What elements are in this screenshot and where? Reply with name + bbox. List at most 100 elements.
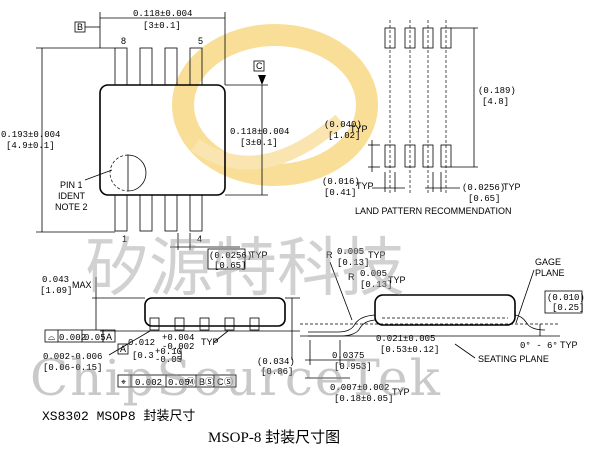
height-dim-mm: [4.9±0.1]: [6, 141, 55, 151]
logo-swoosh: [191, 114, 345, 170]
lead-width-typ: TYP: [201, 337, 219, 347]
thick-dim-mm: [0.18±0.05]: [334, 394, 393, 404]
fcf-2-symbol: ⌖: [121, 377, 126, 387]
angle-dim: 0° - 6°: [520, 341, 558, 351]
side-view: 0.043 MAX [1.09] ⌓ 0.002 0.05 A A 0.002-…: [40, 275, 300, 388]
body-height-dim-mm: [3±0.1]: [240, 138, 278, 148]
lead-4: [189, 194, 203, 232]
r2-mm: [0.13]: [360, 280, 392, 290]
fcf-1-value: 0.002: [59, 333, 86, 343]
lead-1: [114, 194, 128, 232]
gage-dim-box: [544, 290, 583, 314]
pin1-ident-circle: [109, 154, 129, 192]
gage-dim-mm: [0.25]: [552, 303, 584, 313]
seating-plane-label: SEATING PLANE: [478, 354, 549, 364]
lead-width-mm-tol-dn: -0.05: [155, 355, 182, 365]
r2-label: R: [348, 272, 355, 282]
side-lead-2: [174, 317, 185, 331]
top-width-dim-mm: [3±0.1]: [143, 21, 181, 31]
side-lead-5: [249, 317, 260, 331]
land-dim-016: (0.016): [322, 177, 360, 187]
logo-ring: [172, 24, 378, 186]
caption-line1: XS8302 MSOP8 封装尺寸: [42, 409, 195, 424]
fcf-1-ref: A: [106, 332, 112, 342]
datum-a: A: [120, 344, 126, 354]
thick-dim: 0.007±0.002: [330, 383, 389, 393]
side-height-dim: (0.034): [257, 357, 295, 367]
pin1-note-line3: NOTE 2: [55, 202, 88, 212]
land-pad-bot-3: [422, 144, 434, 168]
lead-3: [164, 194, 178, 232]
fcf-flatness: ⌓ 0.002 0.05 A: [44, 329, 116, 343]
standoff-dim: 0.002-0.006: [43, 352, 102, 362]
watermark-en: ChipSourceTek: [30, 349, 442, 407]
gage-dim: (0.010): [547, 293, 585, 303]
land-dim-189: (0.189): [478, 86, 516, 96]
side-view-body: [144, 297, 286, 327]
pitch-dim-typ: TYP: [250, 250, 268, 260]
lead-7: [139, 47, 153, 86]
fcf-2-value2: 0.05: [168, 378, 190, 388]
fcf-2-mod: Ⓜ: [186, 377, 195, 387]
r2-typ: TYP: [388, 275, 406, 285]
angle-typ: TYP: [560, 340, 578, 350]
side-height-dim-mm: [0.86]: [261, 367, 293, 377]
land-dim-0256-typ: TYP: [503, 182, 521, 192]
max-height-dim-mm: [1.09]: [40, 286, 72, 296]
land-pad-top-1: [384, 27, 396, 49]
lead-width-mm: [0.3: [132, 351, 154, 361]
gage-plane-label-2: PLANE: [535, 268, 565, 278]
lead-8: [114, 47, 128, 86]
datum-a-box: [117, 343, 129, 355]
fcf-2-s: Ⓢ: [205, 377, 214, 387]
land-pad-bot-4: [440, 144, 452, 168]
lead-width-mm-tol-up: +0.10: [155, 347, 182, 357]
lead-detail: R 0.005 [0.13] TYP R 0.005 [0.13] TYP GA…: [300, 247, 585, 404]
land-dim-189-mm: [4.8]: [482, 97, 509, 107]
land-pad-bot-1: [384, 144, 396, 168]
land-dim-016-mm: [0.41]: [324, 188, 356, 198]
land-pad-top-3: [422, 27, 434, 49]
detail-lead-right: [514, 314, 546, 331]
caption-line2: MSOP-8 封装尺寸图: [208, 429, 340, 446]
detail-body: [374, 294, 516, 326]
max-height-label: MAX: [72, 280, 92, 290]
datum-b: B: [77, 22, 83, 32]
pitch-dim-box: [207, 248, 246, 270]
fcf-2-s2: Ⓢ: [224, 377, 233, 387]
land-pad-bot-2: [404, 144, 416, 168]
foot2-dim: 0.0375: [332, 351, 364, 361]
r1-label: R: [326, 250, 333, 260]
fcf-2-value: 0.002: [135, 378, 162, 388]
pin4-label: 4: [197, 234, 202, 244]
pin8-label: 8: [121, 36, 126, 46]
land-pattern: (0.040) [1.02] TYP (0.016) [0.41] TYP (0…: [322, 20, 521, 216]
lead-6: [164, 47, 178, 86]
lead-5: [189, 47, 203, 86]
land-pattern-title: LAND PATTERN RECOMMENDATION: [355, 206, 512, 216]
land-dim-040: (0.040): [324, 120, 362, 130]
side-lead-1: [149, 317, 160, 331]
thick-typ: TYP: [392, 387, 410, 397]
pin5-label: 5: [198, 36, 203, 46]
foot-dim-mm: [0.53±0.12]: [380, 345, 439, 355]
lead-width-dim: 0.012: [128, 338, 155, 348]
fcf-2-b: B: [199, 377, 205, 387]
pin1-label: 1: [122, 234, 127, 244]
detail-lead-left: [308, 314, 376, 333]
land-dim-0256: (0.0256): [462, 183, 505, 193]
r1-typ: TYP: [368, 250, 386, 260]
lead-2: [139, 194, 153, 232]
pitch-dim: (0.0256): [209, 251, 252, 261]
body-height-dim: 0.118±0.004: [230, 127, 289, 137]
pin1-note-line2: IDENT: [58, 191, 86, 201]
max-height-dim: 0.043: [42, 275, 69, 285]
land-dim-016-typ: TYP: [356, 181, 374, 191]
gage-plane-label-1: GAGE: [535, 257, 561, 267]
land-pad-top-2: [404, 27, 416, 49]
r1-value: 0.005: [337, 247, 364, 257]
side-lead-3: [199, 317, 210, 331]
foot2-dim-mm: [0.953]: [334, 362, 372, 372]
r2-value: 0.005: [360, 269, 387, 279]
